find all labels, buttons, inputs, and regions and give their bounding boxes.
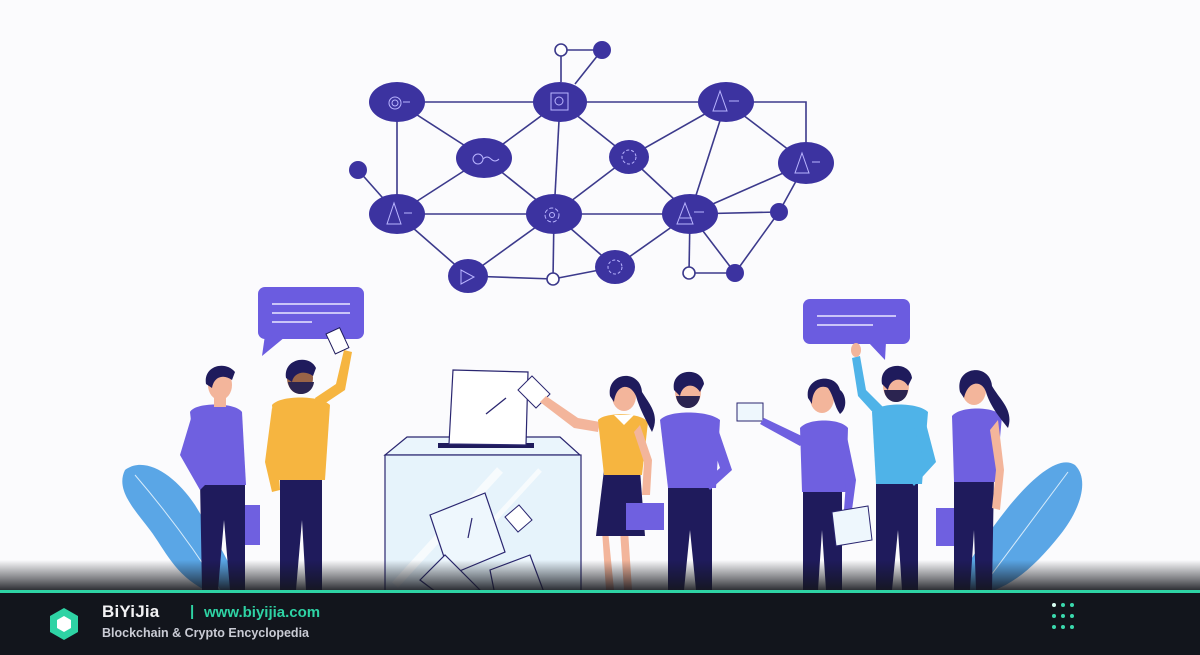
website-link[interactable]: www.biyijia.com <box>204 604 321 621</box>
speech-bubble-right <box>803 299 910 360</box>
node-puzzle <box>609 140 649 174</box>
node-play <box>448 259 488 293</box>
brand-separator: | <box>190 603 195 620</box>
brand-footer: BiYiJia | www.biyijia.com Blockchain & C… <box>0 590 1200 655</box>
hexagon-cube-icon <box>50 608 78 640</box>
node-vault <box>533 82 587 122</box>
triangle-icon <box>386 201 412 225</box>
vault-icon <box>550 92 569 111</box>
person-man-purple-beard <box>660 371 732 590</box>
person-woman-yellow <box>517 375 664 590</box>
grid-dots-icon[interactable] <box>1052 603 1080 631</box>
node-icons <box>386 89 820 285</box>
spiral-icon <box>388 96 410 110</box>
speech-bubble-left <box>258 287 364 356</box>
puzzle-icon <box>607 259 623 275</box>
person-woman-purple-ballot <box>736 378 873 590</box>
brand-tagline: Blockchain & Crypto Encyclopedia <box>102 626 309 640</box>
person-man-blue <box>851 343 936 590</box>
network-nodes <box>349 41 834 293</box>
hollow-nodes <box>546 43 696 286</box>
node-prism <box>662 194 718 234</box>
puzzle-icon <box>621 149 637 165</box>
node-triangle <box>698 82 754 122</box>
bottom-fade <box>0 560 1200 592</box>
brand-name: BiYiJia <box>102 602 160 621</box>
triangle-icon <box>794 151 820 174</box>
node-spiral <box>369 82 425 122</box>
triangle-icon <box>712 89 739 112</box>
play-icon <box>460 269 476 285</box>
node-triangle <box>369 194 425 234</box>
key-icon <box>472 153 500 165</box>
person-man-yellow <box>265 326 352 590</box>
node-puzzle <box>595 250 635 284</box>
gear-icon <box>544 207 560 223</box>
prism-icon <box>676 201 704 225</box>
